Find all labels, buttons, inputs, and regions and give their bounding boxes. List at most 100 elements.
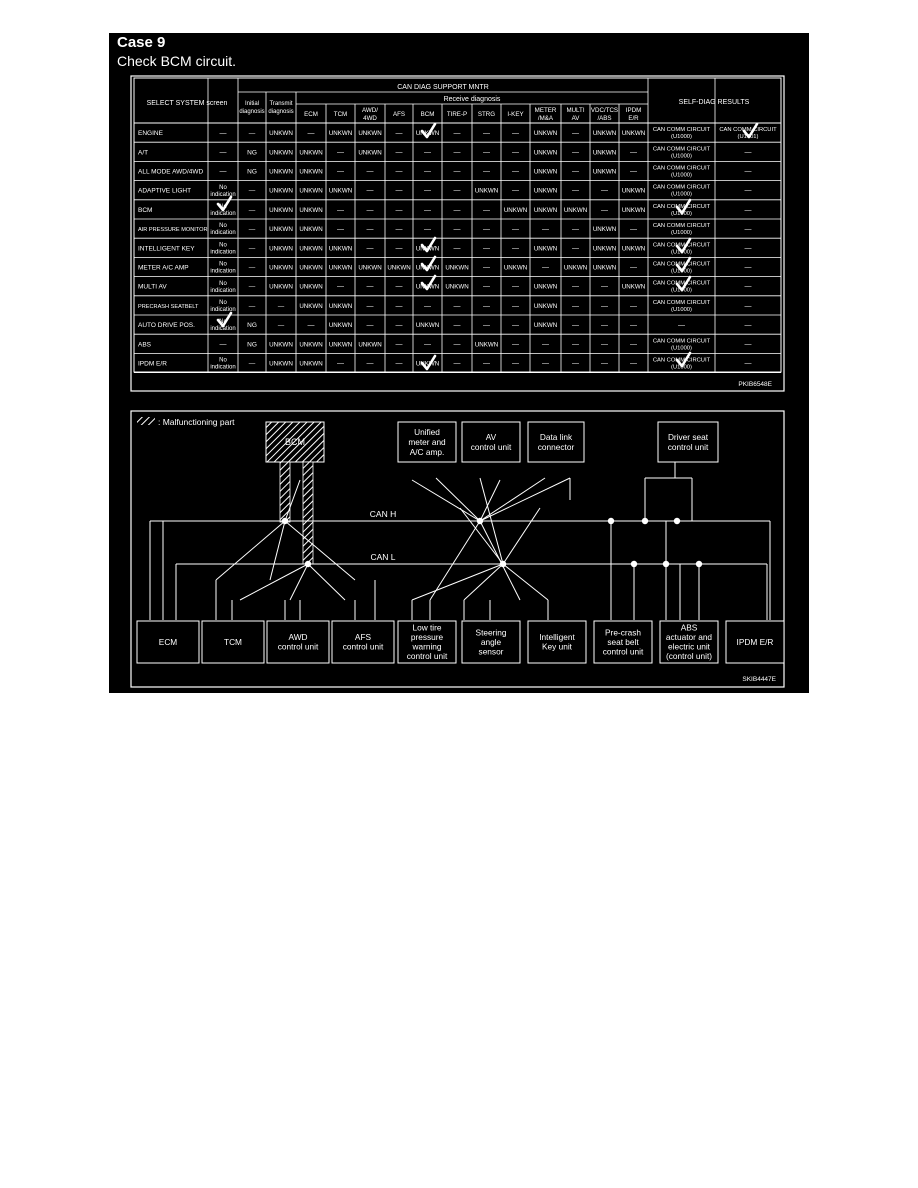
row-receive-value: UNKWN [358,130,381,137]
row-receive-value: — [424,341,431,348]
row-initial-value: NG [247,322,257,329]
bottom-unit-label: ECM [159,637,178,647]
row-receive-value: — [367,188,374,195]
junction-wire [284,479,301,522]
top-unit-label: Driver seat [668,432,709,442]
row-self-diag-value: CAN COMM CIRCUIT [719,127,777,133]
row-receive-value: — [483,245,490,252]
row-system-name: A/T [138,149,148,156]
row-receive-value: UNKWN [534,130,557,137]
row-receive-value: — [483,265,490,272]
row-receive-value: — [542,265,549,272]
check-mark-icon [420,274,437,291]
bottom-unit-box [136,620,200,664]
junction-dot [641,517,649,525]
check-mark-icon [420,354,437,371]
row-receive-value: — [483,303,490,310]
row-receive-value: — [572,245,579,252]
row-receive-value: UNKWN [329,322,352,329]
table-figure-code: PKIB6548E [738,381,772,388]
row-receive-value: — [512,303,519,310]
row-receive-value: — [308,130,315,137]
row-receive-value: — [454,226,461,233]
row-self-diag-value: — [745,149,752,156]
row-receive-value: UNKWN [299,149,322,156]
row-system-name: BCM [138,207,152,214]
transmit-diagnosis-header: diagnosis [268,109,293,115]
row-receive-value: UNKWN [593,130,616,137]
row-screen-value: No [219,358,227,364]
row-receive-value: — [572,169,579,176]
row-transmit-value: UNKWN [269,245,293,252]
top-unit-box [397,421,457,463]
check-mark-icon [420,255,437,272]
row-system-name: METER A/C AMP [138,265,189,272]
row-receive-value: — [396,303,403,310]
row-self-diag-value: (U1000) [671,230,692,236]
row-self-diag-value: CAN COMM CIRCUIT [653,204,711,210]
bottom-unit-label: (control unit) [666,651,712,661]
receive-col-header: AV [572,115,581,122]
bcm-label: BCM [285,437,305,447]
row-screen-value: indication [210,269,235,275]
transmit-diagnosis-header: Transmit [269,101,292,107]
row-receive-value: UNKWN [299,207,322,214]
bottom-unit-box [201,620,265,664]
row-receive-value: — [454,341,461,348]
row-receive-value: UNKWN [622,130,645,137]
row-receive-value: UNKWN [445,284,468,291]
row-receive-value: — [337,149,344,156]
row-screen-value: No [219,281,227,287]
row-receive-value: — [572,284,579,291]
check-mark-icon [420,122,437,139]
row-self-diag-value: — [678,322,685,329]
table-frame [130,75,785,392]
row-system-name: AUTO DRIVE POS. [138,322,195,329]
row-receive-value: UNKWN [299,188,322,195]
row-receive-value: UNKWN [416,361,439,368]
junction-wire [284,520,356,581]
junction-dot [673,517,681,525]
row-screen-value: indication [210,230,235,236]
row-receive-value: — [396,245,403,252]
top-unit-label: AV [486,432,497,442]
row-receive-value: — [572,303,579,310]
row-receive-value: — [483,226,490,233]
bottom-unit-box [593,620,653,664]
row-self-diag-value: — [745,188,752,195]
row-receive-value: — [367,322,374,329]
bottom-unit-label: TCM [224,637,242,647]
row-receive-value: UNKWN [622,188,645,195]
junction-dot [476,517,484,525]
row-receive-value: UNKWN [622,207,645,214]
row-receive-value: — [601,341,608,348]
row-receive-value: — [512,226,519,233]
row-receive-value: UNKWN [475,188,498,195]
row-receive-value: UNKWN [534,207,557,214]
row-receive-value: UNKWN [329,303,352,310]
row-initial-value: — [249,361,256,368]
bottom-unit-box [397,620,457,664]
row-receive-value: — [396,322,403,329]
row-receive-value: — [601,207,608,214]
junction-wire [479,477,571,522]
row-receive-value: — [601,188,608,195]
bottom-unit-box [659,620,719,664]
row-self-diag-value: — [745,303,752,310]
row-screen-value: No [219,223,227,229]
bottom-unit-label: Pre-crash [605,627,641,637]
row-receive-value: — [367,207,374,214]
junction-dot [304,560,312,568]
row-screen-value: No [219,300,227,306]
row-receive-value: UNKWN [299,361,322,368]
receive-col-header: 4WD [363,115,377,122]
row-screen-value: indication [210,249,235,255]
bottom-unit-label: control unit [603,646,644,656]
junction-dot [695,560,703,568]
junction-wire [479,477,546,522]
row-screen-value: — [220,169,227,176]
receive-col-header: VDC/TCS [591,107,618,114]
row-receive-value: — [572,130,579,137]
row-receive-value: — [396,188,403,195]
